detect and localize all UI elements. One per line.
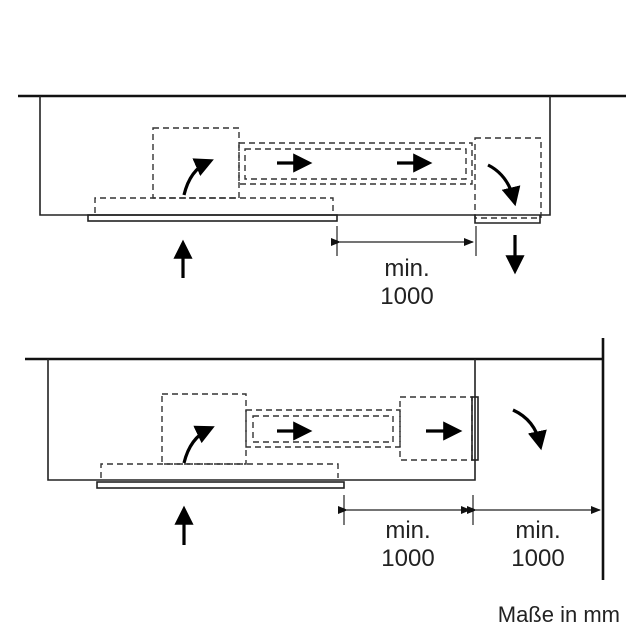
- dimension-value: 1000: [381, 545, 434, 572]
- bottom-diagram: min. 1000 min. 1000: [25, 338, 605, 580]
- dimension-left-min-1000: min. 1000: [338, 495, 474, 572]
- duct-inner-dashed: [244, 148, 467, 180]
- hood-panel: [87, 214, 338, 222]
- top-diagram: min. 1000: [18, 94, 626, 310]
- dimension-value: 1000: [380, 283, 433, 310]
- airflow-curved-up-arrow-icon: [182, 158, 214, 196]
- hood-body-dashed: [94, 197, 334, 213]
- duct-outer-dashed: [238, 142, 473, 185]
- outlet-grille: [474, 215, 541, 224]
- dimension-label-min: min.: [385, 517, 430, 544]
- dimension-right-min-1000: min. 1000: [467, 506, 601, 572]
- dimension-label-min: min.: [384, 255, 429, 282]
- units-note: Maße in mm: [498, 602, 620, 627]
- outlet-grille: [471, 396, 479, 461]
- airflow-curved-down-arrow-icon: [487, 163, 521, 207]
- hood-body-dashed: [100, 463, 339, 478]
- airflow-curved-down-arrow-icon: [512, 408, 547, 451]
- duct-outer-dashed: [245, 409, 401, 448]
- outlet-box-dashed: [399, 396, 473, 461]
- outlet-box-dashed: [474, 137, 542, 219]
- dimension-label-min: min.: [515, 517, 560, 544]
- fan-box-dashed: [152, 127, 240, 199]
- airflow-curved-up-arrow-icon: [182, 425, 215, 464]
- dimension-value: 1000: [511, 545, 564, 572]
- cabinet-outline: [47, 359, 476, 481]
- fan-box-dashed: [161, 393, 247, 465]
- dimension-min-1000: min. 1000: [331, 226, 477, 310]
- duct-inner-dashed: [252, 415, 394, 443]
- hood-panel: [96, 481, 345, 489]
- cabinet-outline: [39, 96, 551, 216]
